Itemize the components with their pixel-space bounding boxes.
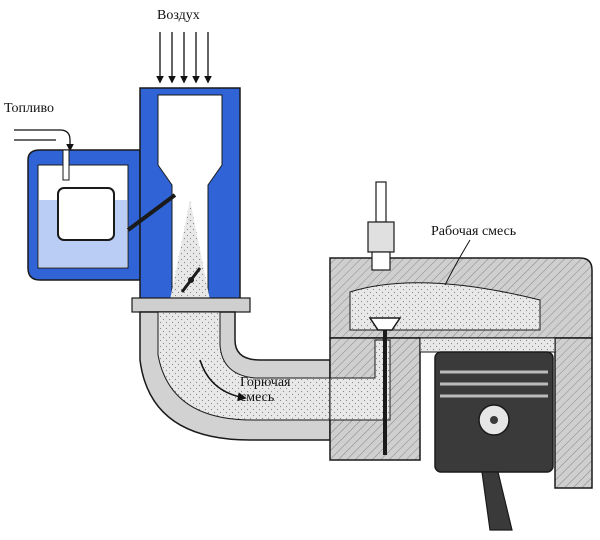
air-arrows bbox=[156, 32, 212, 84]
piston bbox=[434, 351, 554, 531]
label-working-mixture: Рабочая смесь bbox=[431, 224, 517, 239]
float-chamber bbox=[27, 149, 141, 281]
carburetor-flange bbox=[131, 297, 251, 313]
label-fuel: Топливо bbox=[4, 101, 54, 116]
label-combustible-mixture-line1: Горючая bbox=[240, 375, 291, 390]
intake-manifold bbox=[139, 311, 331, 441]
label-air: Воздух bbox=[157, 8, 200, 23]
engine-cylinder bbox=[329, 181, 593, 489]
carburetor-body bbox=[126, 87, 241, 301]
fuel-arrows bbox=[14, 129, 74, 152]
label-combustible-mixture: Горючая смесь bbox=[240, 375, 290, 405]
label-combustible-mixture-line2: смесь bbox=[240, 390, 275, 405]
